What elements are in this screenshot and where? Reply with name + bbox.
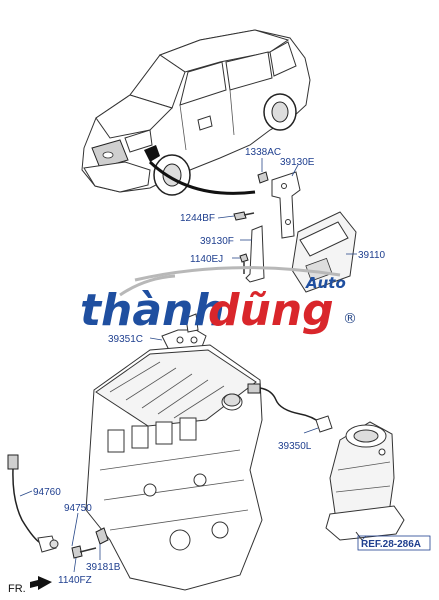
sensor-94760 xyxy=(7,454,59,553)
brand-watermark: thành dũng Auto ® xyxy=(80,266,357,336)
label-39181b: 39181B xyxy=(86,562,121,573)
leader-lines xyxy=(19,158,367,573)
part-labels: 1338AC 39130E 1244BF 39130F 39110 1140EJ… xyxy=(33,147,431,586)
front-arrow-icon xyxy=(30,576,52,590)
label-39110: 39110 xyxy=(358,250,386,261)
label-ref: REF.28-286A xyxy=(361,539,421,550)
vehicle-illustration xyxy=(81,29,311,196)
ref-box xyxy=(357,535,431,551)
watermark-brand-b: dũng xyxy=(208,285,334,336)
watermark-auto: Auto xyxy=(305,274,346,292)
label-1140fz: 1140FZ xyxy=(58,575,92,586)
label-39130e: 39130E xyxy=(280,157,315,168)
registered-mark: ® xyxy=(343,311,357,327)
label-39130f: 39130F xyxy=(200,236,234,247)
o2-sensor-39350l xyxy=(247,383,333,433)
label-1338ac: 1338AC xyxy=(245,147,281,158)
catalytic-converter xyxy=(325,421,405,541)
label-94760: 94760 xyxy=(33,487,61,498)
label-39350l: 39350L xyxy=(278,441,312,452)
label-94750: 94750 xyxy=(64,503,92,514)
engine-block xyxy=(71,344,263,591)
label-1140ej: 1140EJ xyxy=(190,254,223,265)
fr-label: FR. xyxy=(8,583,26,595)
front-direction-indicator: FR. xyxy=(8,576,52,595)
watermark-brand-a: thành xyxy=(80,285,225,336)
label-1244bf: 1244BF xyxy=(180,213,215,224)
label-39351c: 39351C xyxy=(108,334,143,345)
